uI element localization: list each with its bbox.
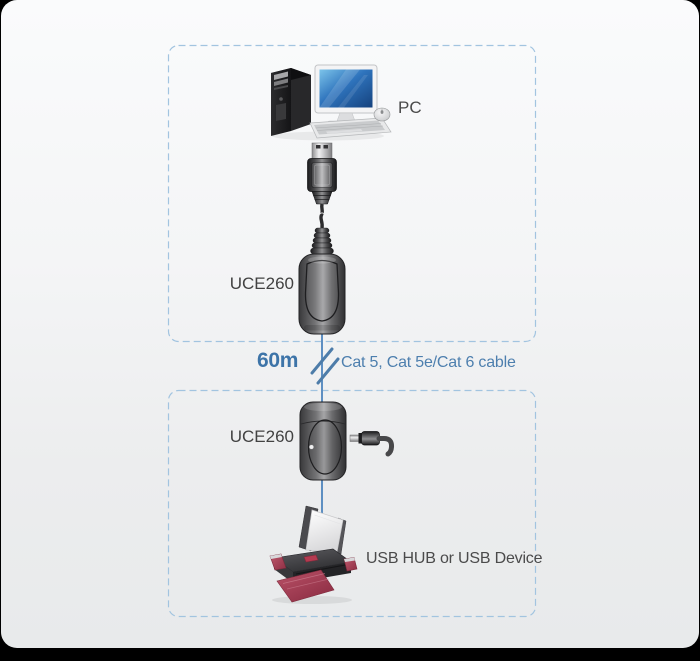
cat-cable-line xyxy=(321,331,323,405)
remote-unit-label: UCE260 xyxy=(229,427,294,446)
cable-break-icon xyxy=(310,347,340,385)
monitor-icon xyxy=(314,64,378,127)
printer-illustration xyxy=(269,505,358,604)
mouse-icon xyxy=(373,107,391,122)
distance-label: 60m xyxy=(257,349,299,372)
endpoint-label: USB HUB or USB Device xyxy=(366,550,543,567)
keyboard-icon xyxy=(309,117,392,139)
cable-type-label: Cat 5, Cat 5e/Cat 6 cable xyxy=(341,354,516,371)
printer-shadow xyxy=(272,596,352,604)
usb-plug-and-local-unit xyxy=(298,142,346,335)
remote-unit-and-usb-connector xyxy=(299,401,395,481)
uce260-local-unit xyxy=(298,227,346,335)
usb-connector-icon xyxy=(349,431,395,457)
usb-plug-icon xyxy=(307,142,337,205)
uce260-remote-unit xyxy=(299,401,347,481)
printed-sheet xyxy=(276,569,335,603)
paper-tray xyxy=(298,505,347,555)
diagram-card: PC UCE260 60m Cat 5, Cat 5e/Cat 6 cable … xyxy=(1,0,699,648)
usb-cable-icon xyxy=(319,203,325,229)
usb-cable-line xyxy=(321,478,323,520)
tower-icon xyxy=(271,68,311,136)
pc-label: PC xyxy=(398,98,422,117)
led-indicator xyxy=(308,444,315,450)
pc-illustration xyxy=(271,64,392,141)
local-unit-label: UCE260 xyxy=(229,274,294,293)
